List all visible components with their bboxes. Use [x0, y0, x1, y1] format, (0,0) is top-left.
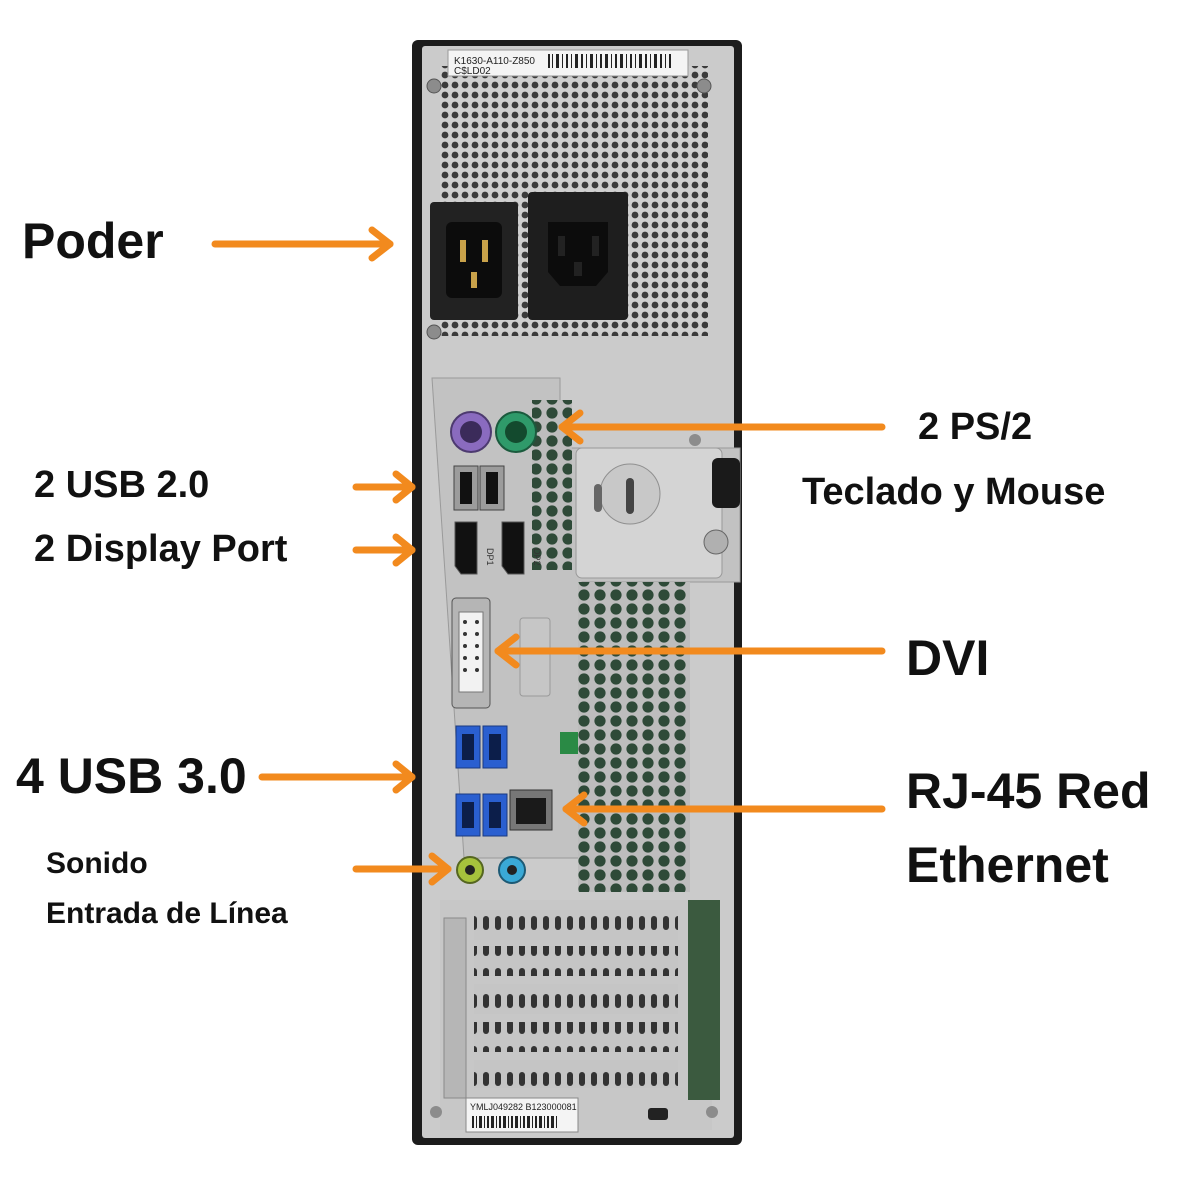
label-displayport: 2 Display Port: [34, 528, 288, 570]
label-usb3: 4 USB 3.0: [16, 748, 247, 804]
label-dvi: DVI: [906, 630, 990, 686]
dp1-label: DP1: [485, 548, 495, 566]
top-label-line2: C$LD02: [454, 66, 491, 77]
label-rj45-line2: Ethernet: [906, 837, 1109, 893]
label-sound-line2: Entrada de Línea: [46, 897, 288, 930]
label-sound-line1: Sonido: [46, 847, 148, 880]
label-ps2-line1: 2 PS/2: [918, 406, 1033, 448]
dp2-label: DP2: [532, 548, 542, 566]
label-usb2: 2 USB 2.0: [34, 464, 210, 506]
displayport-2: [501, 521, 525, 575]
top-label-line1: K1630-A110-Z850: [454, 56, 535, 67]
label-power: Poder: [22, 213, 164, 269]
label-rj45-line1: RJ-45 Red: [906, 763, 1151, 819]
displayport-1: [454, 521, 478, 575]
label-ps2-line2: Teclado y Mouse: [802, 471, 1106, 513]
case-vent: [578, 582, 690, 892]
serial-label: YMLJ049282 B123000081: [470, 1102, 577, 1112]
